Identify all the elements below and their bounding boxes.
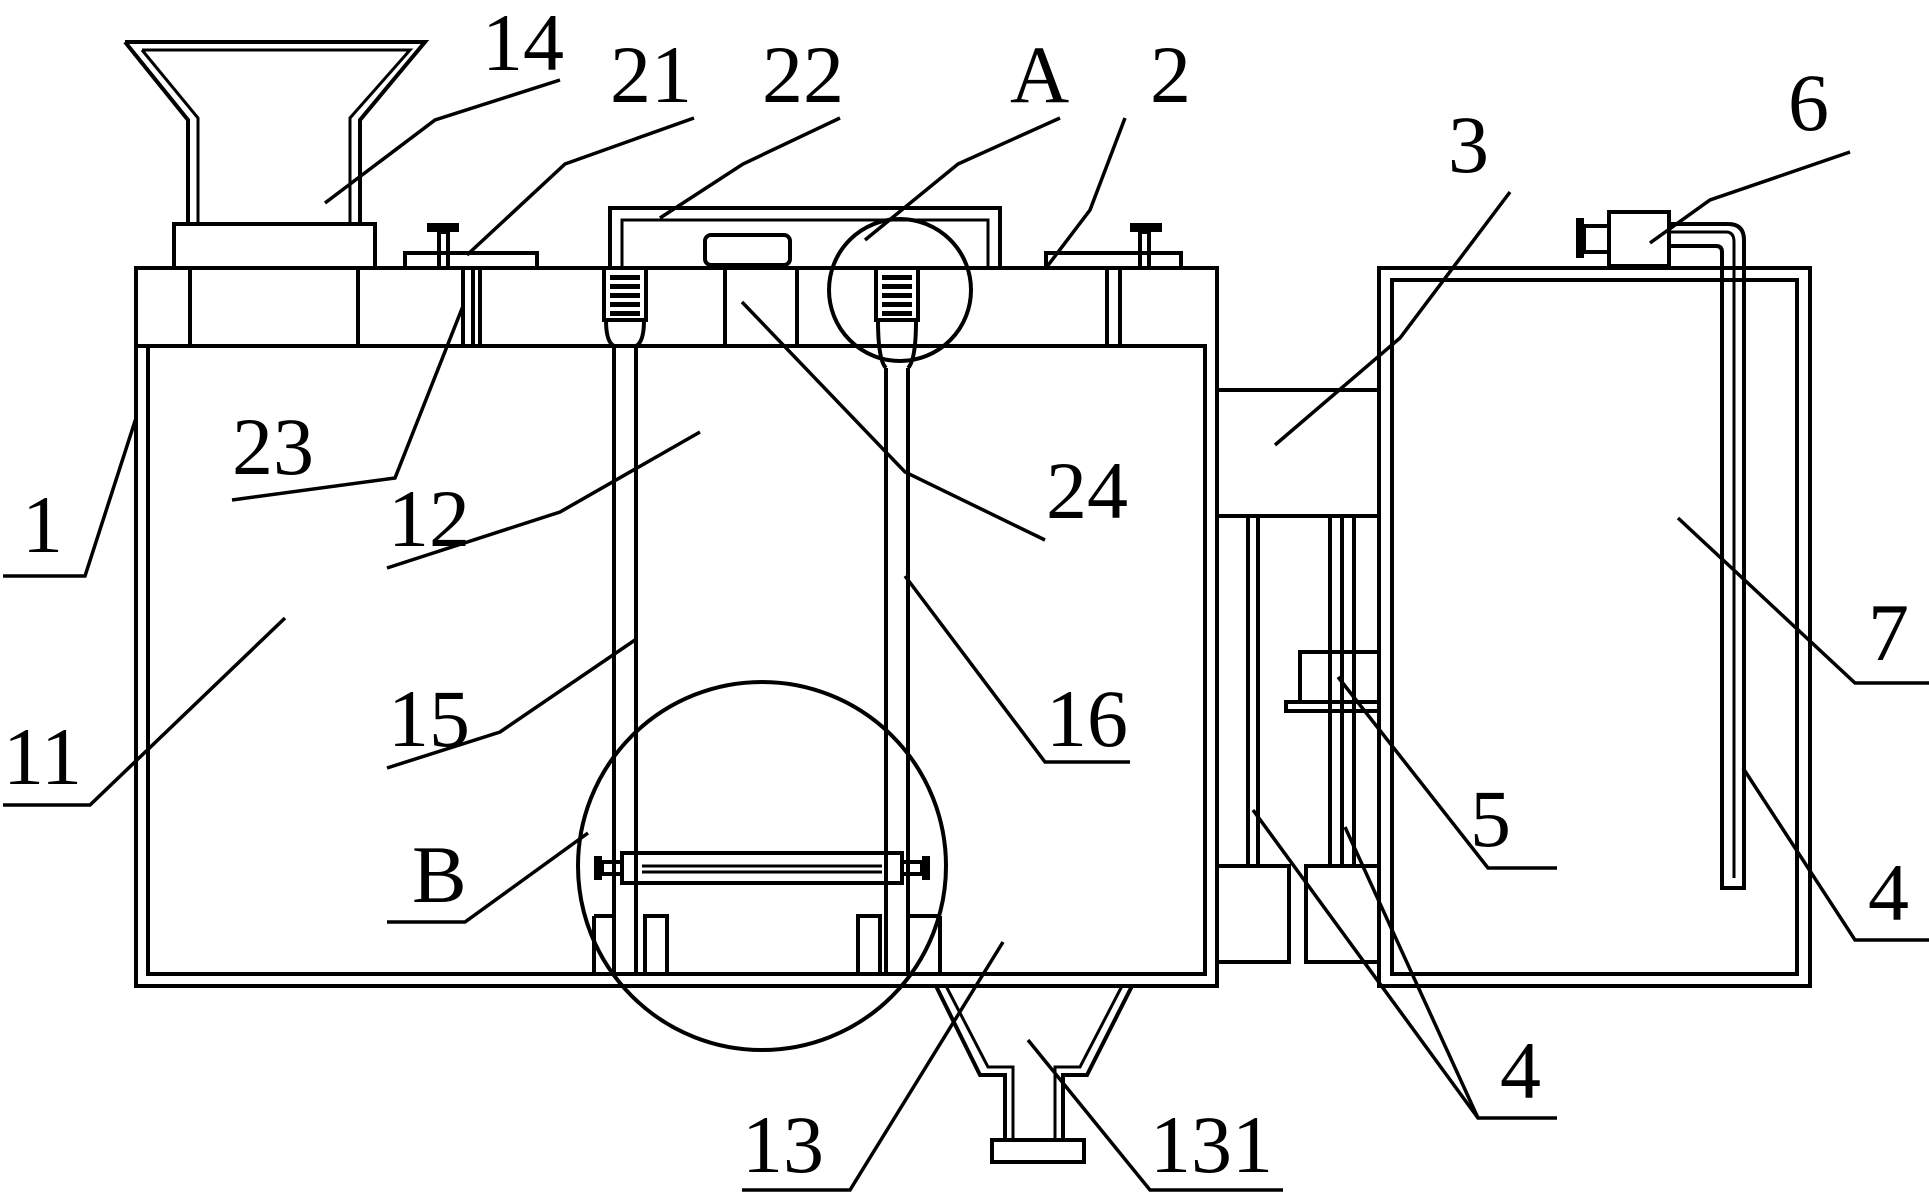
label-1: 1: [22, 479, 63, 570]
part-labels: 14 21 22 A 2 6 3 1 23 12 24 7 11 15 16 5…: [3, 0, 1909, 1190]
label-24: 24: [1046, 445, 1128, 536]
left-valve: [403, 223, 539, 346]
label-14: 14: [482, 0, 564, 88]
label-5: 5: [1470, 773, 1511, 864]
label-a: A: [1010, 29, 1069, 120]
top-cover: [188, 268, 1122, 346]
left-spring: [602, 266, 648, 322]
lower-connector: [1215, 514, 1381, 964]
motor-block: [703, 233, 799, 348]
pump-pipe: [1576, 210, 1746, 890]
cross-bar: [594, 851, 930, 885]
label-131: 131: [1150, 1099, 1273, 1190]
chamber-partition: [592, 914, 942, 976]
left-rod: [604, 319, 646, 974]
label-4-bottom: 4: [1500, 1025, 1541, 1116]
detail-circle-b: [576, 680, 948, 1052]
label-23: 23: [232, 401, 314, 492]
label-11: 11: [3, 711, 82, 802]
leader-lines: [3, 78, 1929, 1192]
detail-circle-a: [827, 217, 973, 363]
lift-frame: [608, 206, 1002, 268]
label-13: 13: [742, 1099, 824, 1190]
discharge-outlet: [934, 985, 1134, 1164]
label-4-right: 4: [1868, 847, 1909, 938]
feed-hopper: [123, 40, 430, 270]
label-2: 2: [1150, 29, 1191, 120]
label-3: 3: [1448, 99, 1489, 190]
label-16: 16: [1046, 673, 1128, 764]
right-valve: [1044, 223, 1183, 270]
label-6: 6: [1788, 57, 1829, 148]
label-21: 21: [610, 29, 692, 120]
connector-pipe: [1215, 388, 1381, 518]
label-b: B: [412, 829, 467, 920]
right-spring: [874, 266, 920, 322]
label-7: 7: [1868, 587, 1909, 678]
label-12: 12: [388, 473, 470, 564]
label-15: 15: [388, 673, 470, 764]
label-22: 22: [762, 29, 844, 120]
main-tank-body: [134, 266, 1219, 988]
